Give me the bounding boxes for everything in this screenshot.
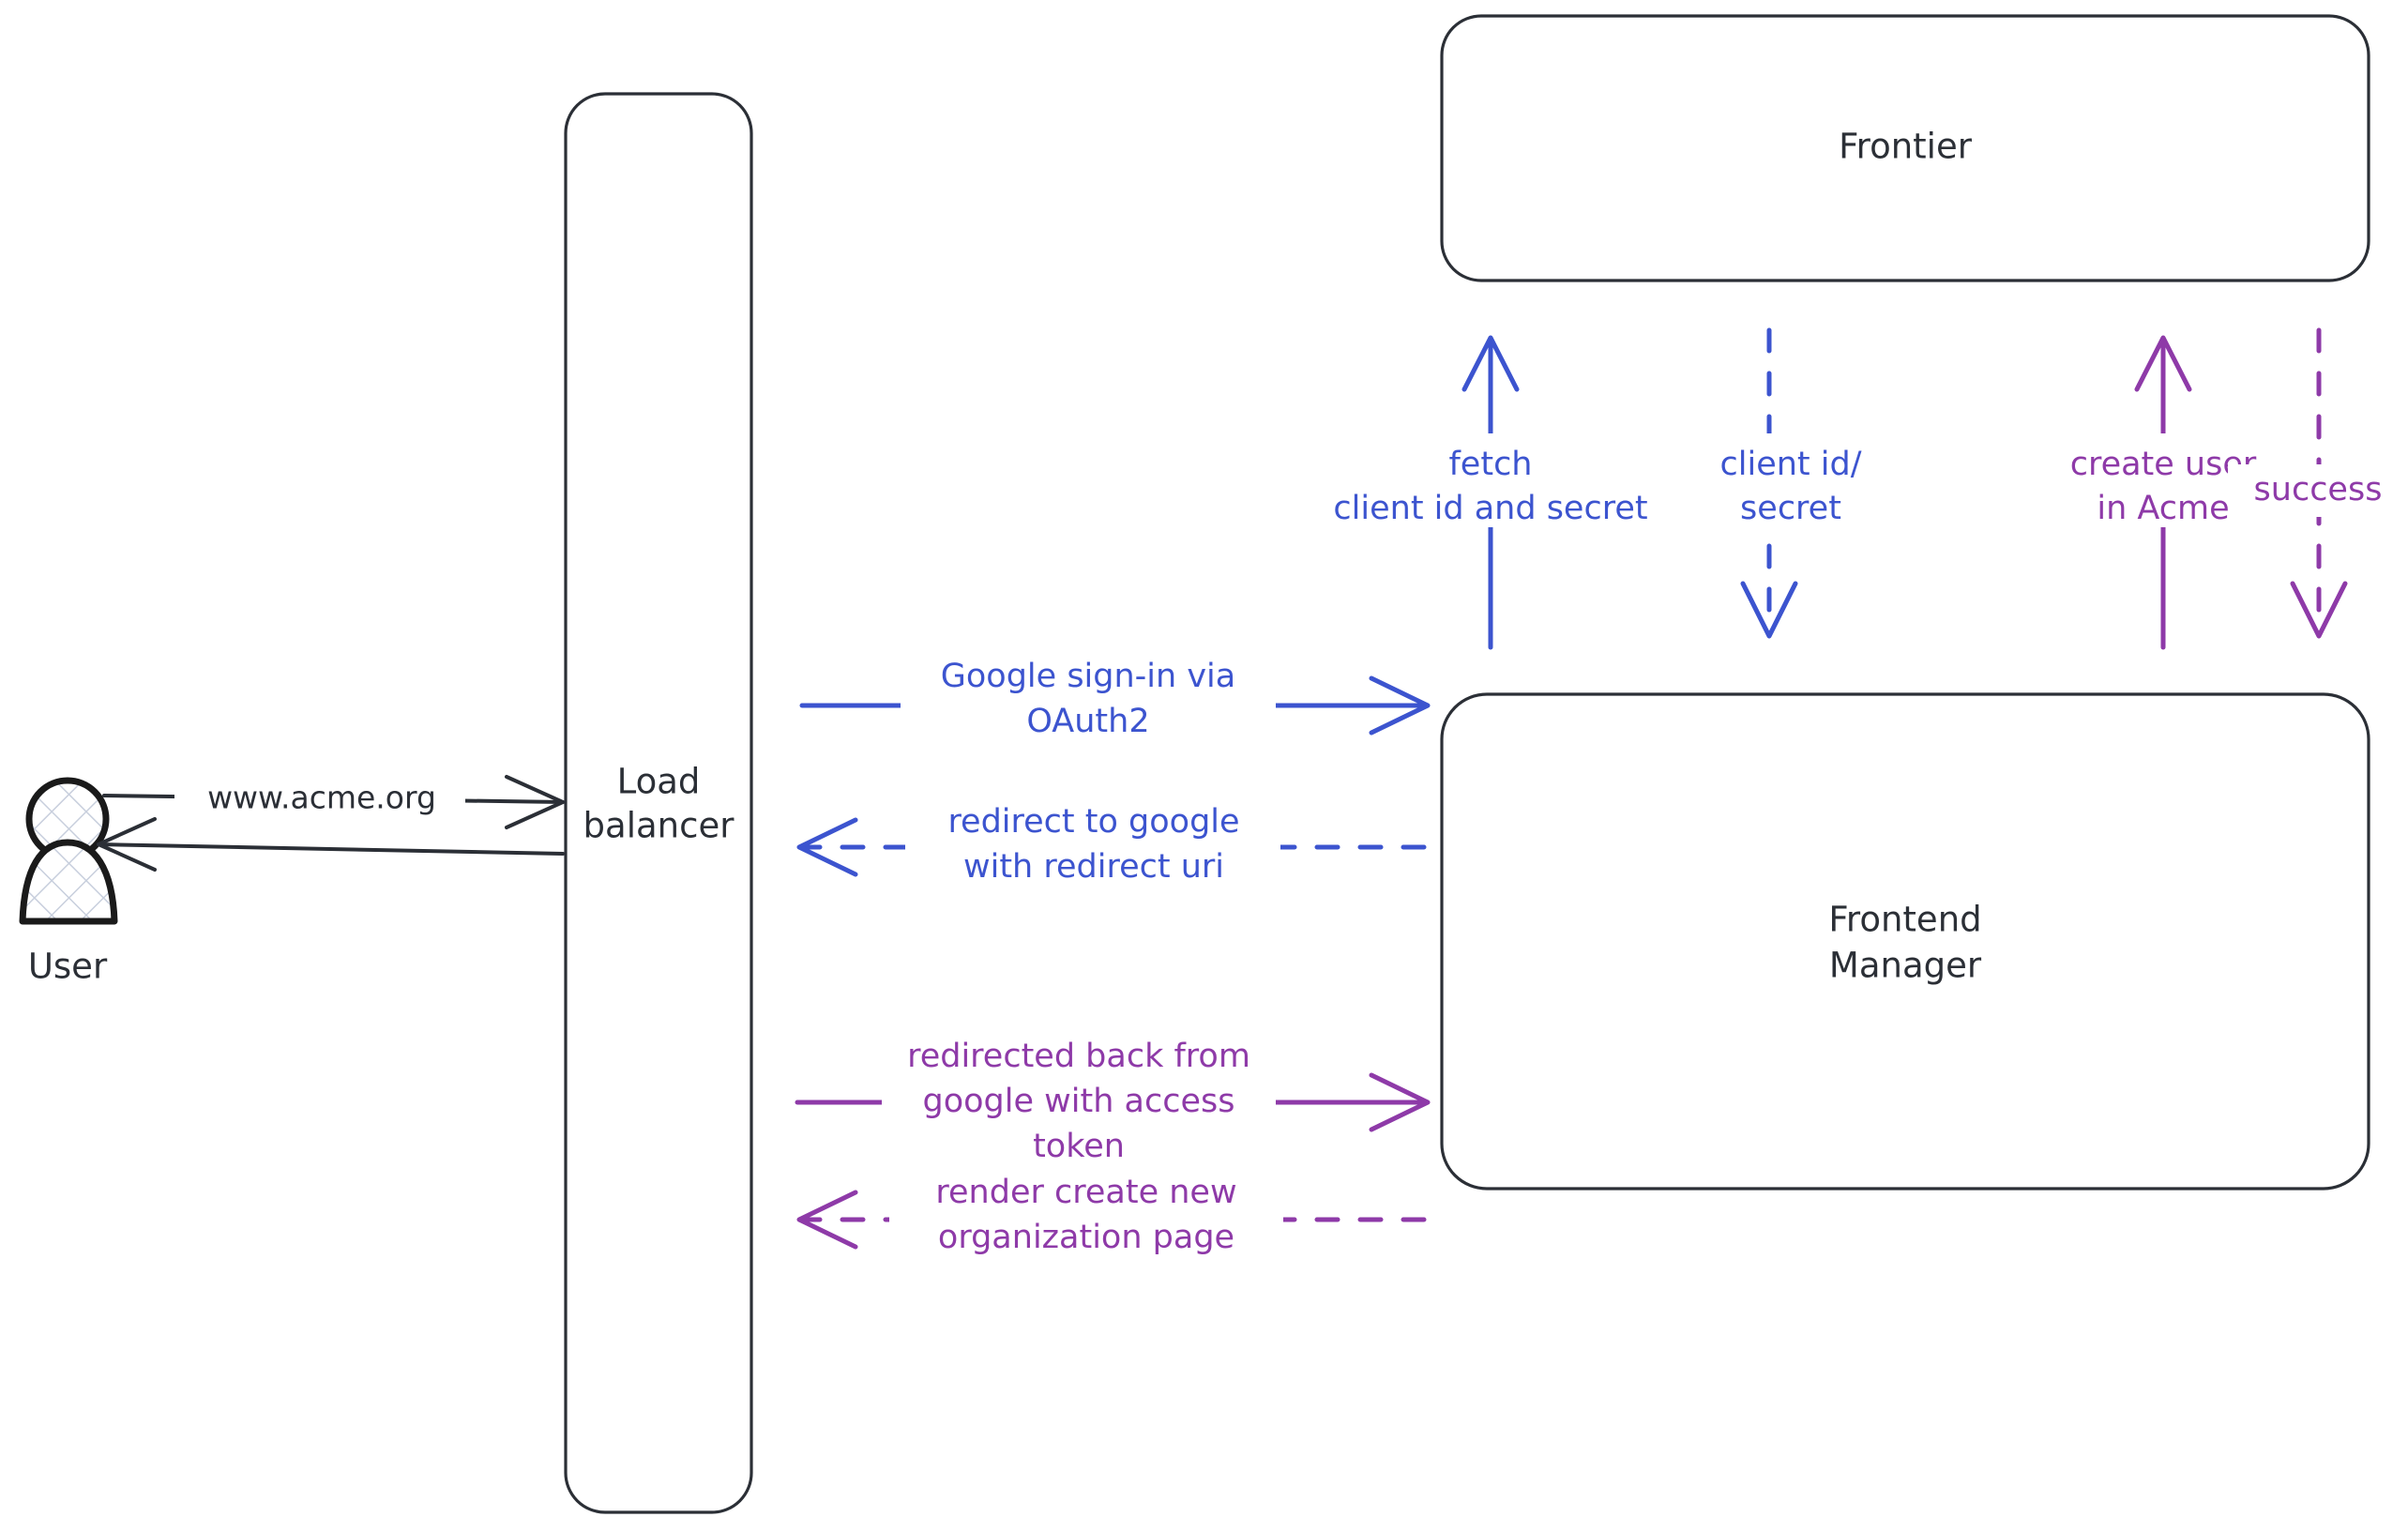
frontier-label: Frontier [1839, 127, 1973, 167]
access-token-arrowhead-icon [1369, 1072, 1431, 1132]
access-token-label-line1: redirected back from [907, 1038, 1250, 1075]
edge-fm-to-lb-render-org-page: render create new organization page [796, 1169, 1427, 1272]
edge-fm-to-frontier-fetch: fetch client id and secret [1304, 335, 1679, 650]
user-to-lb-label-bg [174, 777, 465, 824]
node-frontend-manager[interactable]: Frontend Manager [1440, 692, 2370, 1191]
frontend-manager-label-line2: Manager [1829, 946, 1982, 986]
google-signin-arrowhead-icon [1369, 675, 1431, 736]
fetch-credentials-label-line2: client id and secret [1333, 490, 1647, 527]
node-load-balancer[interactable]: Load balancer [564, 92, 753, 1514]
render-org-page-label-line2: organization page [938, 1219, 1234, 1256]
frontier-box[interactable] [1440, 14, 2370, 282]
user-to-lb-label: www.acme.org [207, 780, 436, 816]
user-body-icon [19, 839, 118, 925]
edge-lb-to-fm-google-signin: Google sign-in via OAuth2 [799, 652, 1431, 755]
edge-load-balancer-to-user [97, 817, 565, 872]
fetch-credentials-label-line1: fetch [1448, 446, 1532, 483]
load-balancer-box[interactable] [564, 92, 753, 1514]
access-token-label-line3: token [1033, 1128, 1125, 1165]
actor-user: User [19, 777, 118, 987]
access-token-label-bg [882, 1027, 1276, 1182]
fetch-credentials-arrowhead-icon [1461, 335, 1520, 392]
edge-frontier-to-fm-credentials: client id/ secret [1689, 327, 1900, 639]
render-org-page-arrowhead-icon [796, 1190, 858, 1250]
lb-to-user-line [97, 842, 565, 856]
google-signin-label-line2: OAuth2 [1026, 703, 1149, 740]
frontend-manager-box[interactable] [1440, 692, 2370, 1191]
lb-to-user-arrowhead-icon [97, 817, 157, 872]
create-user-label-line1: create user [2070, 446, 2257, 483]
render-org-page-label-line1: render create new [935, 1174, 1236, 1211]
google-signin-label-bg [901, 652, 1276, 755]
load-balancer-label-line1: Load [617, 762, 701, 802]
access-token-label-line2: google with access [923, 1083, 1235, 1120]
edge-fm-to-lb-redirect: redirect to google with redirect uri [796, 796, 1427, 901]
edge-lb-to-fm-access-token: redirected back from google with access … [795, 1027, 1431, 1182]
fetch-credentials-label-bg [1304, 433, 1679, 527]
edge-frontier-to-fm-success: success [2228, 327, 2408, 639]
create-user-arrowhead-icon [2134, 335, 2192, 392]
user-label: User [28, 947, 108, 987]
google-signin-label-line1: Google sign-in via [941, 658, 1235, 695]
user-to-lb-arrowhead-icon [505, 775, 565, 829]
node-frontier[interactable]: Frontier [1440, 14, 2370, 282]
success-arrowhead-icon [2290, 581, 2348, 639]
create-user-label-line2: in Acme [2097, 490, 2229, 527]
edge-user-to-load-balancer: www.acme.org [102, 775, 565, 829]
render-org-page-label-bg [889, 1169, 1283, 1272]
client-credentials-label-bg [1689, 433, 1900, 527]
redirect-google-arrowhead-icon [796, 817, 858, 877]
frontend-manager-label-line1: Frontend [1828, 900, 1981, 940]
client-credentials-arrowhead-icon [1740, 581, 1798, 639]
client-credentials-label-line2: secret [1740, 490, 1841, 527]
redirect-google-label-line1: redirect to google [947, 803, 1239, 841]
success-label-bg [2228, 464, 2408, 517]
success-label: success [2254, 471, 2383, 508]
redirect-google-label-line2: with redirect uri [963, 848, 1224, 886]
client-credentials-label-line1: client id/ [1720, 446, 1862, 483]
redirect-google-label-bg [905, 796, 1280, 901]
load-balancer-label-line2: balancer [583, 806, 735, 846]
